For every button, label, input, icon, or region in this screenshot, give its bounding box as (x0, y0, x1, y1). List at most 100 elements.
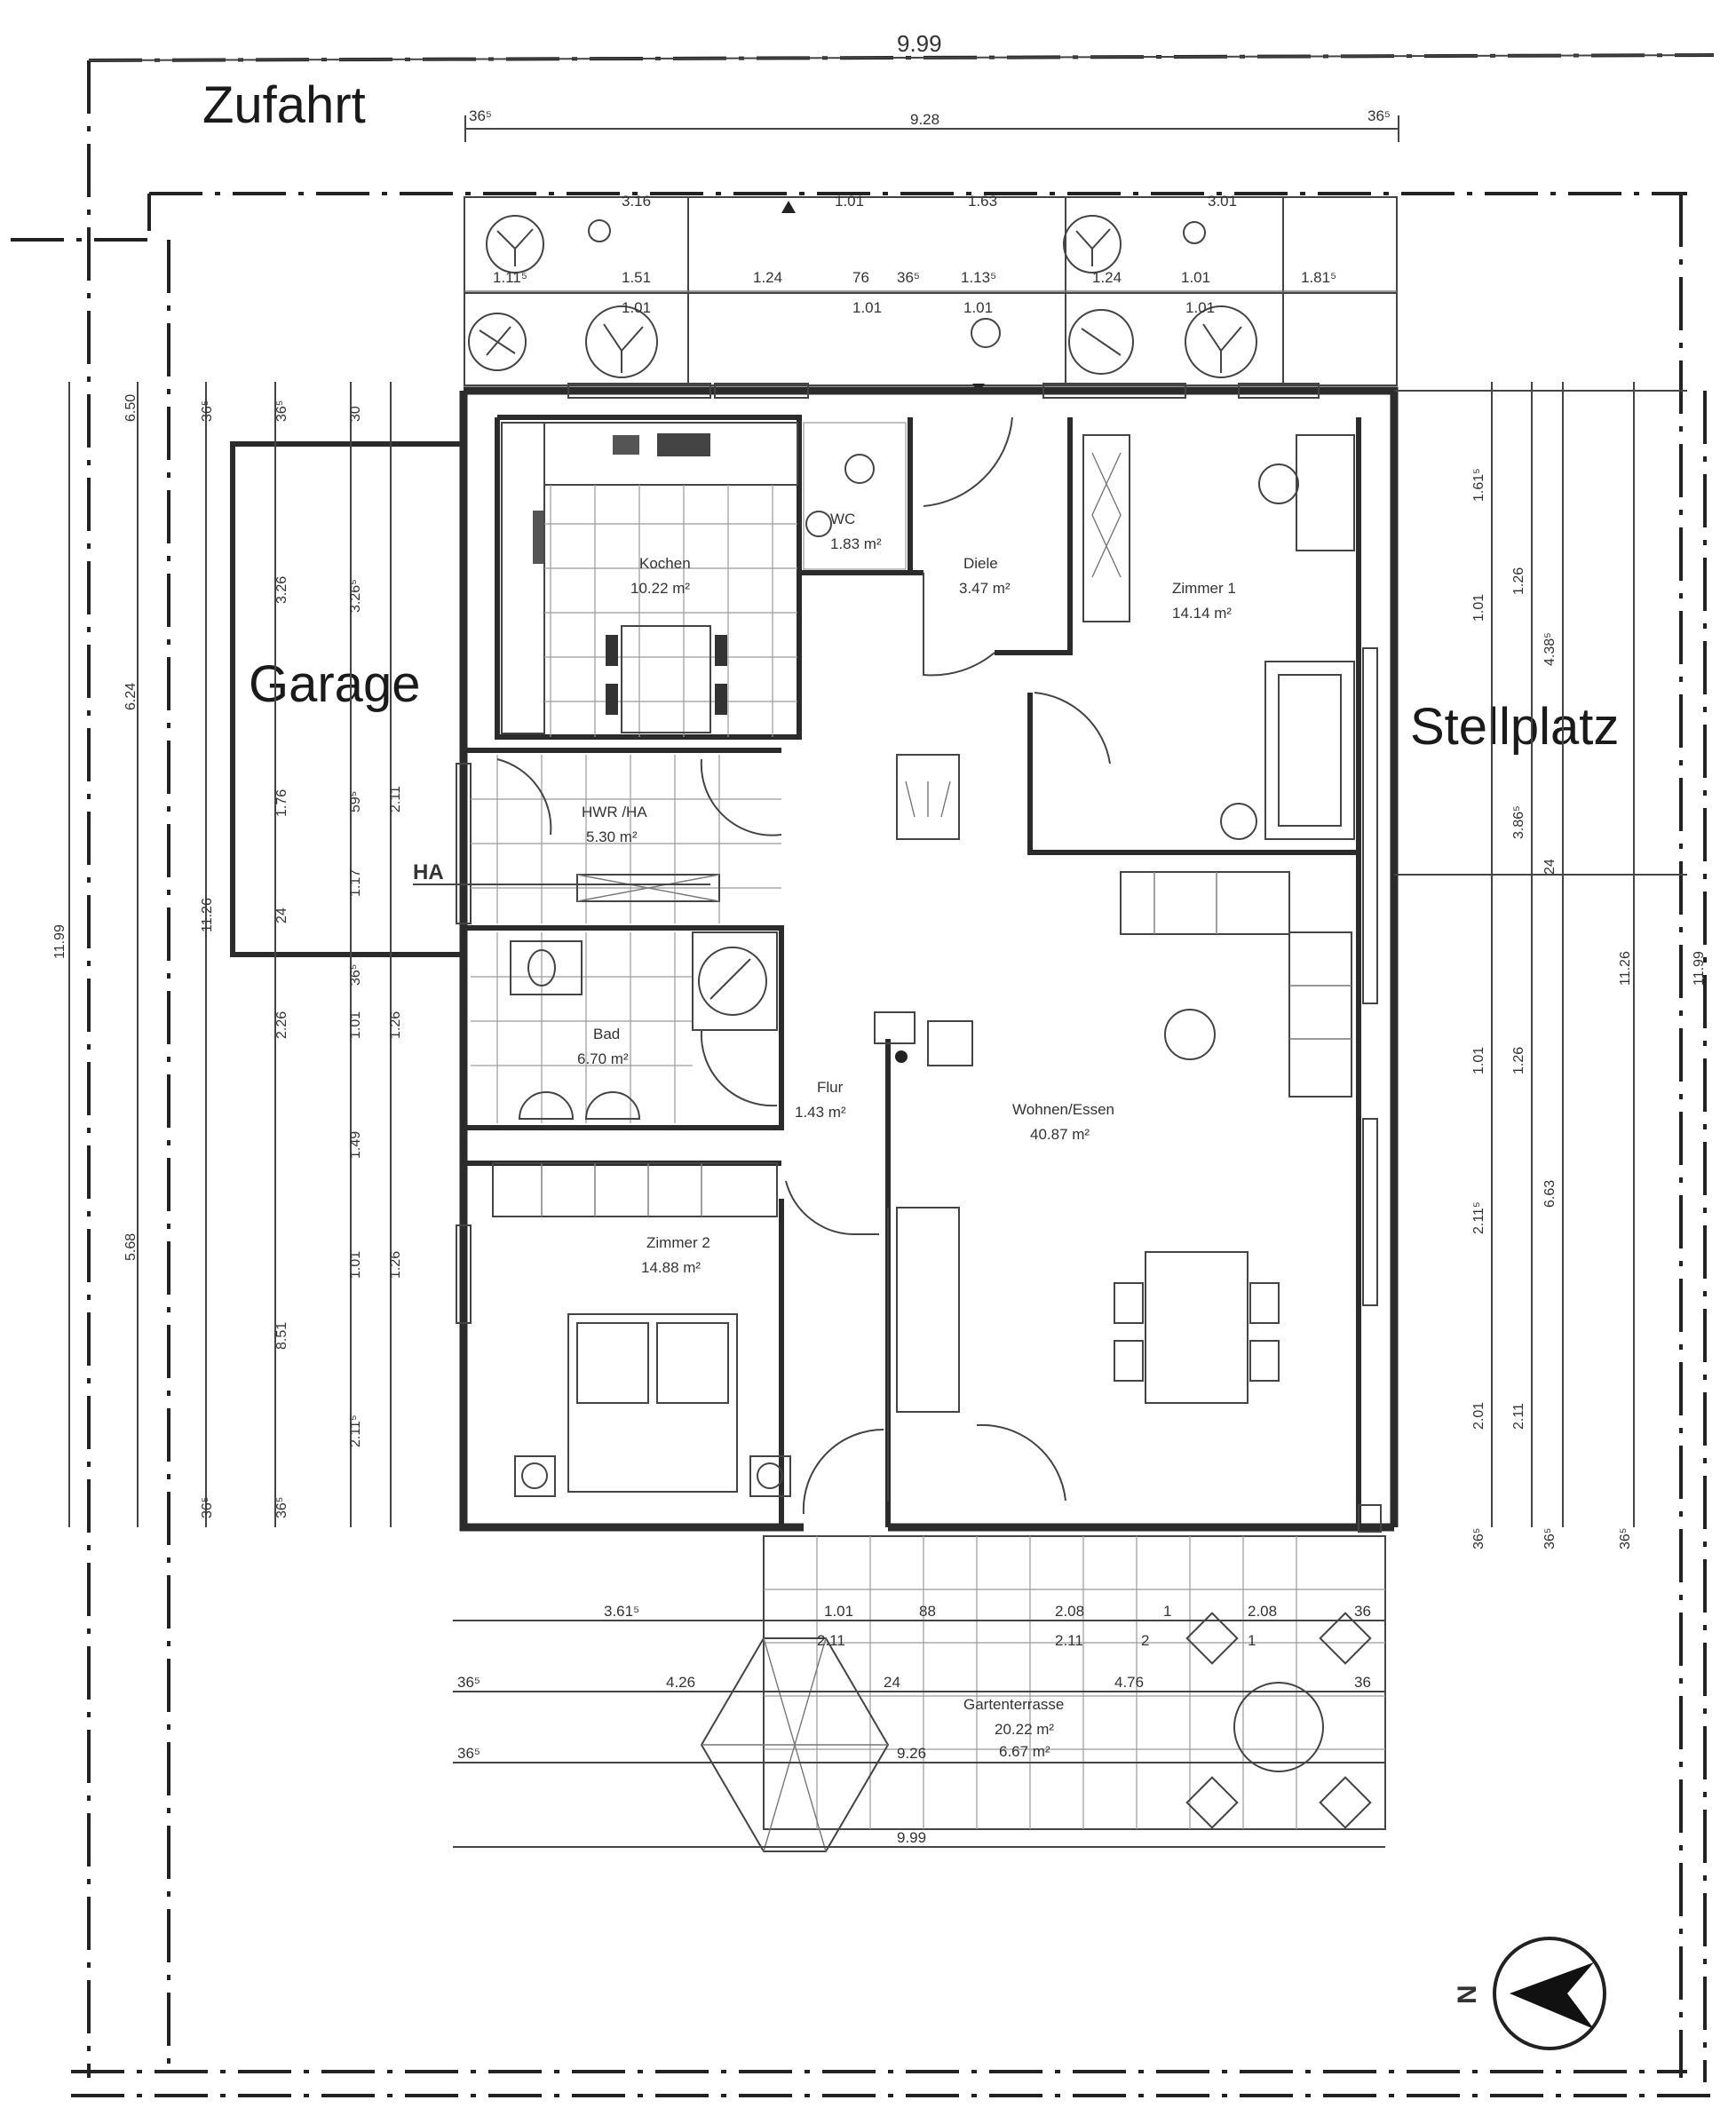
svg-text:36⁵: 36⁵ (1542, 1528, 1558, 1549)
svg-text:6.63: 6.63 (1542, 1180, 1558, 1208)
svg-text:1.11⁵: 1.11⁵ (493, 269, 527, 286)
north-label: N (1453, 1985, 1482, 2004)
room-wohnen-name: Wohnen/Essen (1012, 1101, 1114, 1118)
front-planting: 1.11⁵ 1.51 1.24 76 36⁵ 1.13⁵ 1.24 1.01 1… (464, 193, 1398, 392)
svg-text:36⁵: 36⁵ (348, 964, 363, 986)
room-zimmer2-area: 14.88 m² (641, 1259, 701, 1276)
svg-text:36⁵: 36⁵ (457, 1674, 480, 1691)
svg-text:2.26: 2.26 (274, 1011, 289, 1039)
property-boundary (11, 53, 1723, 2097)
svg-text:1.24: 1.24 (1092, 269, 1122, 286)
room-zimmer1-area: 14.14 m² (1172, 605, 1232, 622)
svg-text:1.01: 1.01 (824, 1603, 853, 1620)
svg-text:2.11⁵: 2.11⁵ (1471, 1201, 1486, 1234)
svg-text:9.99: 9.99 (897, 1829, 926, 1846)
svg-text:24: 24 (884, 1674, 900, 1691)
svg-text:1.01: 1.01 (1471, 1047, 1486, 1074)
svg-text:1.01: 1.01 (622, 299, 651, 316)
svg-text:24: 24 (1542, 859, 1558, 875)
room-terrasse-area1: 20.22 m² (995, 1721, 1054, 1738)
svg-text:3.16: 3.16 (622, 193, 651, 210)
svg-text:2.11: 2.11 (1055, 1632, 1083, 1649)
label-ha: HA (413, 860, 444, 884)
svg-text:1.49: 1.49 (348, 1131, 363, 1159)
svg-text:4.26: 4.26 (666, 1674, 695, 1691)
right-dimensions: 1.61⁵ 1.01 1.26 4.38⁵ 3.86⁵ 24 1.01 1.26… (1471, 382, 1707, 1549)
room-terrasse-name: Gartenterrasse (963, 1696, 1064, 1713)
svg-text:11.99: 11.99 (1692, 951, 1707, 986)
svg-text:2.11: 2.11 (817, 1632, 845, 1649)
svg-text:1.01: 1.01 (835, 193, 864, 210)
svg-text:1.01: 1.01 (963, 299, 993, 316)
svg-text:36⁵: 36⁵ (897, 269, 920, 286)
svg-text:1.26: 1.26 (388, 1011, 403, 1039)
svg-text:11.26: 11.26 (1618, 951, 1633, 986)
bottom-dimensions: 3.61⁵ 1.01 88 2.08 1 2.08 36 2.11 2.11 2… (453, 1603, 1385, 1848)
left-dimensions: 6.50 36⁵ 36⁵ 30 3.26 3.26⁵ 6.24 1.76 59⁵… (52, 382, 403, 1527)
svg-text:6.24: 6.24 (123, 683, 139, 710)
svg-text:3.86⁵: 3.86⁵ (1511, 805, 1526, 839)
room-zimmer1-name: Zimmer 1 (1172, 580, 1236, 597)
svg-text:1.26: 1.26 (1511, 567, 1526, 595)
svg-text:1.17: 1.17 (348, 869, 363, 897)
svg-text:1.13⁵: 1.13⁵ (961, 269, 996, 286)
svg-text:1.51: 1.51 (622, 269, 651, 286)
room-wc-name: WC (830, 511, 855, 527)
room-kochen-area: 10.22 m² (630, 580, 690, 597)
svg-text:2.11: 2.11 (388, 786, 403, 812)
svg-text:36⁵: 36⁵ (200, 400, 215, 422)
bad: Bad 6.70 m² (471, 931, 778, 1123)
svg-text:3.61⁵: 3.61⁵ (604, 1603, 639, 1620)
svg-text:36⁵: 36⁵ (274, 400, 289, 422)
label-stellplatz: Stellplatz (1410, 698, 1619, 756)
zimmer-2: Zimmer 2 14.88 m² (492, 1162, 791, 1497)
room-flur-name: Flur (817, 1079, 844, 1096)
svg-text:1.01: 1.01 (1185, 299, 1215, 316)
top-dimension: 9.99 9.28 36⁵ 36⁵ (88, 30, 1715, 142)
room-wohnen-area: 40.87 m² (1030, 1126, 1090, 1143)
svg-text:36: 36 (1354, 1603, 1371, 1620)
svg-text:36⁵: 36⁵ (457, 1745, 480, 1762)
svg-text:4.76: 4.76 (1114, 1674, 1144, 1691)
hwr: HWR /HA 5.30 m² HA (413, 755, 782, 923)
svg-text:3.01: 3.01 (1208, 193, 1237, 210)
svg-text:88: 88 (919, 1603, 936, 1620)
svg-text:5.68: 5.68 (123, 1233, 139, 1261)
terrace: Gartenterrasse 20.22 m² 6.67 m² (700, 1535, 1386, 1852)
north-arrow-icon: N (1453, 1937, 1606, 2050)
svg-text:1.81⁵: 1.81⁵ (1301, 269, 1336, 286)
svg-text:3.26: 3.26 (274, 576, 289, 604)
svg-text:2.11: 2.11 (1511, 1403, 1526, 1430)
svg-text:1.76: 1.76 (274, 789, 289, 817)
svg-text:24: 24 (274, 907, 289, 923)
flur: Flur 1.43 m² (785, 1011, 973, 1235)
room-bad-area: 6.70 m² (577, 1050, 629, 1067)
svg-text:3.26⁵: 3.26⁵ (348, 579, 363, 613)
window-dimension-row: 1.11⁵ 1.51 1.24 76 36⁵ 1.13⁵ 1.24 1.01 1… (493, 269, 1336, 316)
wc: WC 1.83 m² (803, 422, 907, 570)
room-wc-area: 1.83 m² (830, 535, 882, 552)
label-garage: Garage (249, 655, 420, 713)
svg-text:4.38⁵: 4.38⁵ (1542, 632, 1558, 666)
room-diele-name: Diele (963, 555, 998, 572)
tree-icon (468, 215, 1257, 378)
svg-text:2: 2 (1141, 1632, 1149, 1649)
svg-text:36⁵: 36⁵ (1471, 1528, 1486, 1549)
svg-text:2.08: 2.08 (1055, 1603, 1084, 1620)
room-diele-area: 3.47 m² (959, 580, 1011, 597)
svg-text:1.61⁵: 1.61⁵ (1471, 468, 1486, 502)
house-walls (456, 383, 1399, 1533)
svg-text:1.26: 1.26 (1511, 1047, 1526, 1074)
svg-text:76: 76 (852, 269, 869, 286)
svg-text:1.01: 1.01 (852, 299, 882, 316)
svg-text:1.26: 1.26 (388, 1251, 403, 1279)
dim-top-left-36: 36⁵ (469, 107, 492, 124)
diele: Diele 3.47 m² (923, 416, 1111, 765)
svg-text:2.11⁵: 2.11⁵ (348, 1415, 363, 1447)
top-chain-dimension: 3.16 1.01 1.63 3.01 (622, 193, 1237, 210)
room-flur-area: 1.43 m² (795, 1104, 846, 1121)
dim-top-right-36: 36⁵ (1367, 107, 1391, 124)
dim-top-inner: 9.28 (910, 111, 939, 128)
dim-top-overall: 9.99 (897, 30, 942, 57)
svg-text:36: 36 (1354, 1674, 1371, 1691)
